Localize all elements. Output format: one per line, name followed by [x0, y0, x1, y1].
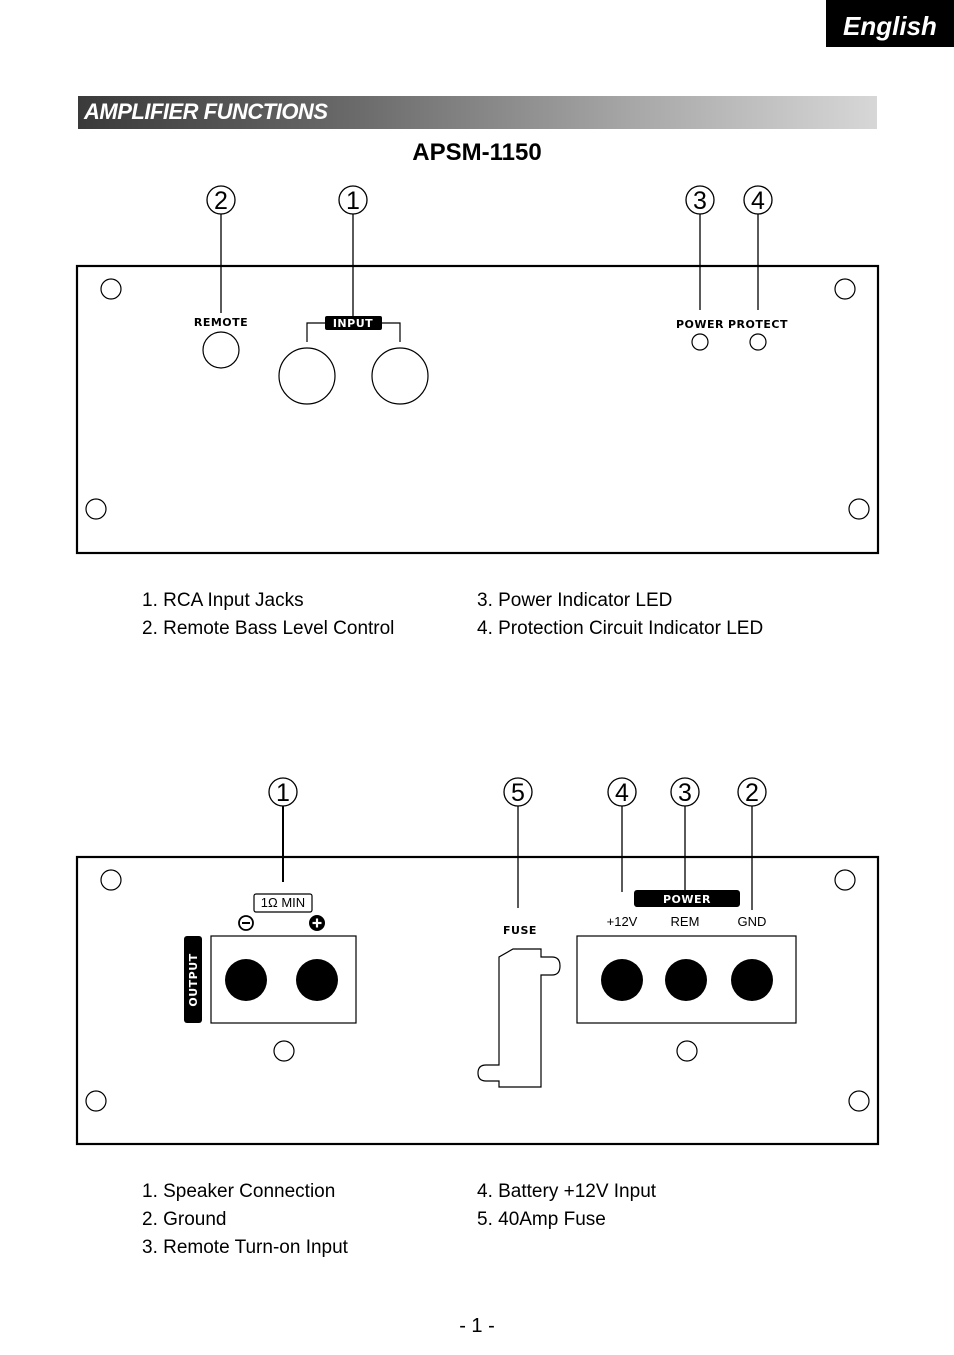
callout-number: 3	[678, 779, 692, 807]
speaker-terminal-block	[210, 935, 357, 1024]
input-label-badge	[325, 316, 382, 330]
callout-circle-2	[206, 185, 236, 215]
output-label: OUTPUT	[187, 953, 200, 1006]
callout-circle-4	[743, 185, 773, 215]
terminal-rem	[665, 959, 707, 1001]
legend-item: 1. Speaker Connection	[142, 1181, 336, 1202]
legend-item: 3. Remote Turn-on Input	[142, 1237, 348, 1258]
rear-legend-left: 1. Speaker Connection 2. Ground 3. Remot…	[142, 1178, 348, 1262]
legend-item: 1. RCA Input Jacks	[142, 590, 304, 611]
rear-legend-right: 4. Battery +12V Input 5. 40Amp Fuse	[477, 1178, 656, 1234]
callout-number: 2	[745, 779, 759, 807]
impedance-label-box	[253, 893, 313, 913]
power-label: POWER	[676, 318, 724, 331]
legend-item: 4. Protection Circuit Indicator LED	[477, 618, 764, 639]
mounting-hole	[100, 278, 122, 300]
page-number: - 1 -	[459, 1315, 495, 1337]
callout-number: 3	[693, 187, 707, 215]
screw-hole	[676, 1040, 698, 1062]
language-tab: English	[826, 0, 954, 47]
rca-jack-right	[371, 347, 429, 405]
callout-number: 5	[511, 779, 525, 807]
terminal-gnd	[731, 959, 773, 1001]
mounting-hole	[85, 1090, 107, 1112]
section-header-bar: AMPLIFIER FUNCTIONS	[78, 96, 877, 129]
gnd-label: GND	[738, 914, 767, 929]
legend-item: 3. Power Indicator LED	[477, 590, 673, 611]
callout-number: 4	[615, 779, 629, 807]
legend-item: 2. Ground	[142, 1209, 227, 1230]
legend-item: 2. Remote Bass Level Control	[142, 618, 395, 639]
protect-led	[749, 333, 767, 351]
callout-circle-4	[607, 777, 637, 807]
plus-icon	[309, 915, 325, 931]
section-title: AMPLIFIER FUNCTIONS	[84, 99, 328, 124]
callout-number: 4	[751, 187, 765, 215]
mounting-hole	[848, 498, 870, 520]
mounting-hole	[848, 1090, 870, 1112]
output-label-badge	[184, 936, 202, 1023]
speaker-terminal-negative	[225, 959, 267, 1001]
remote-label: REMOTE	[194, 316, 248, 329]
screw-hole	[273, 1040, 295, 1062]
input-bracket-right	[382, 322, 401, 342]
minus-icon	[238, 915, 254, 931]
legend-item: 4. Battery +12V Input	[477, 1181, 657, 1202]
mounting-hole	[834, 278, 856, 300]
callout-circle-3	[670, 777, 700, 807]
impedance-label: 1Ω MIN	[261, 895, 305, 910]
front-legend-left: 1. RCA Input Jacks 2. Remote Bass Level …	[142, 587, 394, 643]
model-title: APSM-1150	[412, 139, 542, 166]
mounting-hole	[85, 498, 107, 520]
terminal-plus12v	[601, 959, 643, 1001]
input-label: INPUT	[333, 317, 373, 330]
callout-number: 2	[214, 187, 228, 215]
front-panel-outline	[75, 264, 880, 555]
fuse-label: FUSE	[503, 924, 537, 937]
mounting-hole	[100, 869, 122, 891]
front-legend-right: 3. Power Indicator LED 4. Protection Cir…	[477, 587, 763, 643]
callout-circle-5	[503, 777, 533, 807]
protect-label: PROTECT	[728, 318, 788, 331]
rear-panel-outline	[75, 855, 880, 1146]
remote-bass-knob	[202, 331, 240, 369]
mounting-hole	[834, 869, 856, 891]
legend-item: 5. 40Amp Fuse	[477, 1209, 606, 1230]
plus12v-label: +12V	[607, 914, 638, 929]
speaker-terminal-positive	[296, 959, 338, 1001]
power-label-badge	[634, 890, 740, 907]
callout-number: 1	[346, 187, 360, 215]
power-terminal-block	[576, 935, 797, 1024]
callout-circle-1	[268, 777, 298, 807]
fuse-holder	[477, 948, 561, 1088]
input-bracket-left	[306, 322, 325, 342]
callout-number: 1	[276, 779, 290, 807]
rem-label: REM	[671, 914, 700, 929]
callout-circle-3	[685, 185, 715, 215]
power-led	[691, 333, 709, 351]
callout-circle-1	[338, 185, 368, 215]
power-label: POWER	[663, 893, 711, 906]
rca-jack-left	[278, 347, 336, 405]
callout-circle-2	[737, 777, 767, 807]
